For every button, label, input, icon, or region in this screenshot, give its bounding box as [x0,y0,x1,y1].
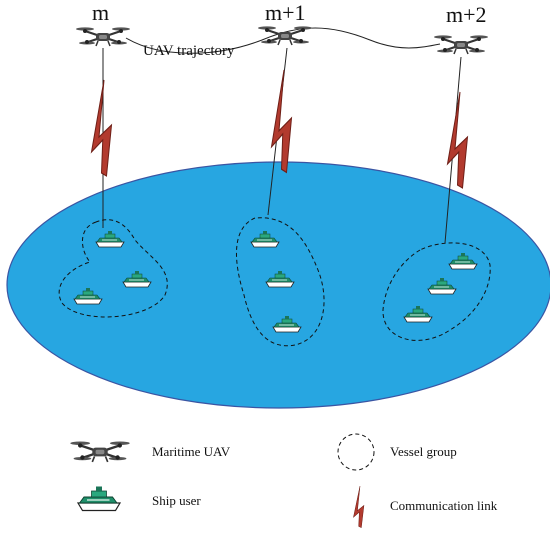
vessel-group-m-plus-2 [382,242,491,341]
vessel-group-m-plus-1 [235,217,325,347]
uav-icon-m-plus-1 [256,25,314,47]
legend-group-icon [337,433,375,471]
uav-icon-m [74,26,132,48]
slot-label-m-plus-1: m+1 [265,0,306,25]
legend-ship-label: Ship user [152,493,201,508]
legend-link-icon [353,485,365,528]
slot-label-m: m [92,0,109,25]
uav-icon-m-plus-2 [432,34,490,56]
legend-link-label: Communication link [390,498,498,513]
trajectory-label: UAV trajectory [143,43,235,59]
legend: Maritime UAV Vessel group Ship user Comm… [69,433,498,528]
communication-link-m [90,79,113,177]
legend-uav-label: Maritime UAV [152,444,231,459]
uav-trajectory-path [125,27,441,54]
legend-uav-icon [69,440,131,464]
legend-group-label: Vessel group [390,444,457,459]
slot-label-m-plus-2: m+2 [446,2,487,27]
legend-ship-icon [77,485,121,512]
